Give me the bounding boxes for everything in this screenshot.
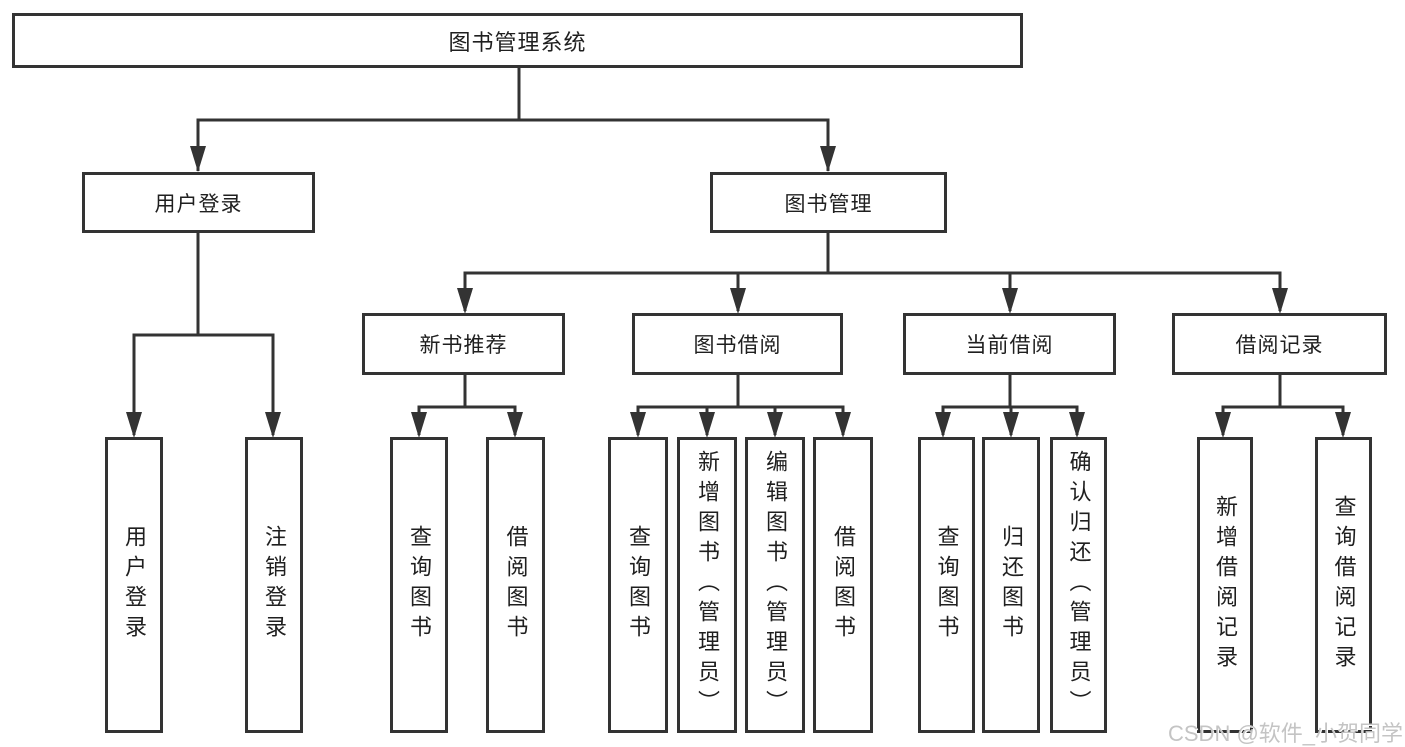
connector-strokes	[132, 66, 1345, 435]
node-book-borrowing: 图书借阅	[632, 313, 843, 375]
node-new-book-recommendation: 新书推荐	[362, 313, 565, 375]
leaf-query-books-borrow: 查询图书	[608, 437, 668, 733]
node-book-management: 图书管理	[710, 172, 947, 233]
leaf-edit-books-admin: 编辑图书（管理员）	[745, 437, 805, 733]
leaf-borrow-books-recommend: 借阅图书	[486, 437, 545, 733]
node-user-login: 用户登录	[82, 172, 315, 233]
node-current-borrowing: 当前借阅	[903, 313, 1116, 375]
leaf-add-borrow-record: 新增借阅记录	[1197, 437, 1253, 733]
leaf-user-login: 用户登录	[105, 437, 163, 733]
leaf-confirm-return-admin: 确认归还（管理员）	[1050, 437, 1107, 733]
leaf-query-borrow-record: 查询借阅记录	[1315, 437, 1372, 733]
leaf-query-books-current: 查询图书	[918, 437, 975, 733]
leaf-return-books: 归还图书	[982, 437, 1040, 733]
node-library-management-system: 图书管理系统	[12, 13, 1023, 68]
leaf-borrow-books: 借阅图书	[813, 437, 873, 733]
watermark-text: CSDN @软件_小贺同学	[1168, 721, 1404, 746]
node-borrowing-records: 借阅记录	[1172, 313, 1387, 375]
leaf-query-books-recommend: 查询图书	[390, 437, 448, 733]
arrowheads	[126, 146, 1351, 438]
leaf-add-books-admin: 新增图书（管理员）	[677, 437, 737, 733]
leaf-logout: 注销登录	[245, 437, 303, 733]
